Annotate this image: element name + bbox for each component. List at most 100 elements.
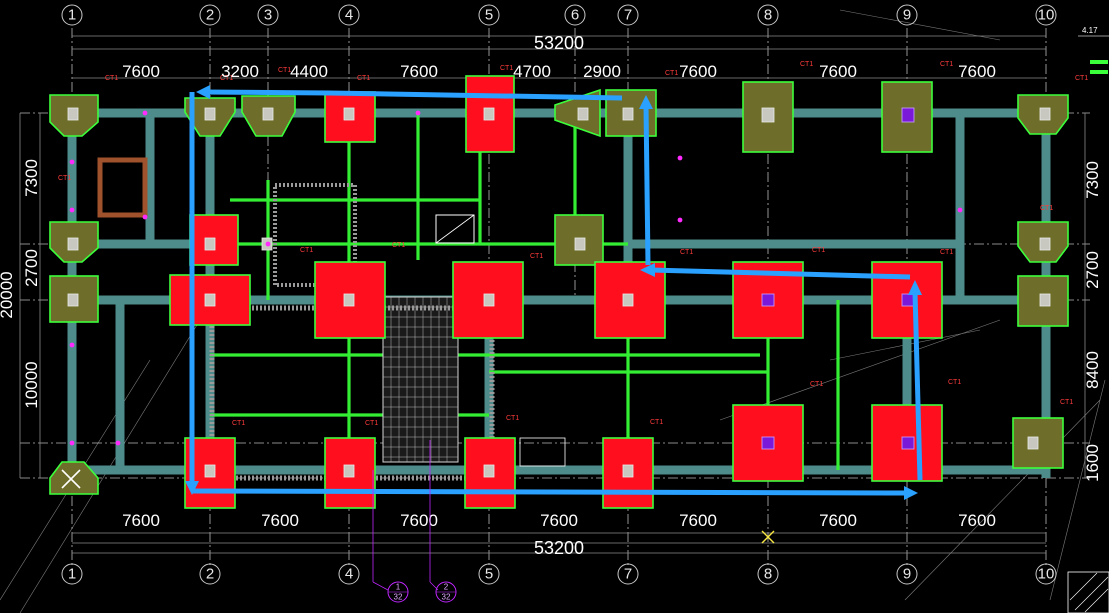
flow-arrows: [185, 85, 923, 500]
svg-text:CT1: CT1: [1060, 399, 1073, 406]
axis-bubble: [338, 4, 360, 26]
svg-text:CT1: CT1: [812, 247, 825, 254]
column: [574, 237, 586, 251]
right-edge-notes: 4.17: [1067, 26, 1109, 613]
axis-bubble: [199, 4, 221, 26]
column: [204, 237, 216, 251]
column: [343, 464, 355, 478]
svg-text:CT1: CT1: [940, 61, 953, 68]
svg-text:CT1: CT1: [1040, 205, 1053, 212]
axis-bubble: [896, 563, 918, 585]
svg-text:CT1: CT1: [58, 175, 71, 182]
span-dimension: 4700: [513, 62, 551, 81]
span-dimension: 7600: [400, 62, 438, 81]
axis-label: 1: [68, 7, 76, 24]
column: [622, 107, 634, 121]
svg-text:CT1: CT1: [500, 65, 513, 72]
span-dimension: 7600: [679, 62, 717, 81]
axis-bubble: [617, 4, 639, 26]
column: [67, 237, 79, 251]
axis-bubble: [617, 563, 639, 585]
svg-text:CT1: CT1: [680, 249, 693, 256]
left-span-2: 2700: [22, 249, 41, 287]
svg-text:CT1: CT1: [357, 75, 370, 82]
axis-label: 5: [485, 7, 493, 24]
pile-cap-10E: [1012, 417, 1064, 469]
span-dimension: 7600: [819, 511, 857, 530]
svg-text:CT1: CT1: [220, 75, 233, 82]
ref-bubble-1-bottom: 32: [394, 593, 403, 602]
x-cross-icon: [761, 530, 775, 544]
span-dimension: 7600: [819, 62, 857, 81]
lift-pit-outline: [97, 157, 148, 218]
column: [761, 436, 775, 450]
axis-bubble: [199, 563, 221, 585]
axis-bubble: [478, 4, 500, 26]
secondary-beams: [210, 113, 840, 470]
axis-bubble: [1035, 4, 1057, 26]
column: [1027, 436, 1039, 450]
axis-bubble: [757, 4, 779, 26]
svg-text:CT1: CT1: [365, 420, 378, 427]
column: [343, 107, 355, 121]
axis-label: 10: [1038, 566, 1055, 583]
axis-bubble: [478, 563, 500, 585]
column: [901, 107, 915, 123]
left-dimension-labels: 7300 2700 10000 20000: [0, 159, 41, 409]
axis-label: 4: [345, 566, 353, 583]
svg-text:CT1: CT1: [232, 420, 245, 427]
column: [901, 436, 915, 450]
column: [483, 293, 495, 307]
arrow-icon: [649, 267, 911, 280]
svg-text:CT1: CT1: [530, 253, 543, 260]
column: [204, 293, 216, 307]
column: [622, 464, 634, 478]
column: [204, 107, 216, 121]
right-span-1: 7300: [1083, 161, 1102, 199]
columns: [67, 107, 1051, 478]
span-dimension: 3200: [221, 62, 259, 81]
column: [1039, 107, 1051, 121]
span-dimension: 7600: [261, 511, 299, 530]
column: [761, 293, 775, 307]
axis-label: 7: [624, 566, 632, 583]
right-span-2: 2700: [1083, 251, 1102, 289]
span-dimension: 7600: [958, 511, 996, 530]
column: [262, 107, 274, 121]
svg-text:CT1: CT1: [948, 379, 961, 386]
arrow-icon: [912, 291, 923, 481]
svg-text:CT1: CT1: [392, 242, 405, 249]
axis-label: 1: [68, 566, 76, 583]
span-dimension: 7600: [679, 511, 717, 530]
column: [204, 464, 216, 478]
axis-label: 6: [571, 7, 579, 24]
axis-label: 8: [764, 566, 772, 583]
total-width-top: 53200: [534, 33, 584, 53]
svg-text:CT1: CT1: [278, 67, 291, 74]
column: [901, 293, 915, 307]
span-dimension: 7600: [400, 511, 438, 530]
axis-bubble: [257, 4, 279, 26]
span-dimension: 7600: [958, 62, 996, 81]
column: [67, 107, 79, 121]
ref-bubble-1-top: 1: [396, 583, 401, 592]
svg-text:CT1: CT1: [506, 415, 519, 422]
arrow-icon: [191, 488, 911, 496]
svg-text:CT1: CT1: [650, 419, 663, 426]
dimension-lines: [19, 35, 1086, 554]
column: [343, 293, 355, 307]
axis-label: 3: [264, 7, 272, 24]
axis-bubble: [61, 563, 83, 585]
svg-text:CT1: CT1: [300, 247, 313, 254]
axis-label: 4: [345, 7, 353, 24]
node-markers: [69, 110, 963, 446]
svg-text:4.17: 4.17: [1082, 26, 1098, 35]
svg-text:CT1: CT1: [800, 61, 813, 68]
left-total: 20000: [0, 271, 16, 318]
axis-bubble: [1035, 563, 1057, 585]
